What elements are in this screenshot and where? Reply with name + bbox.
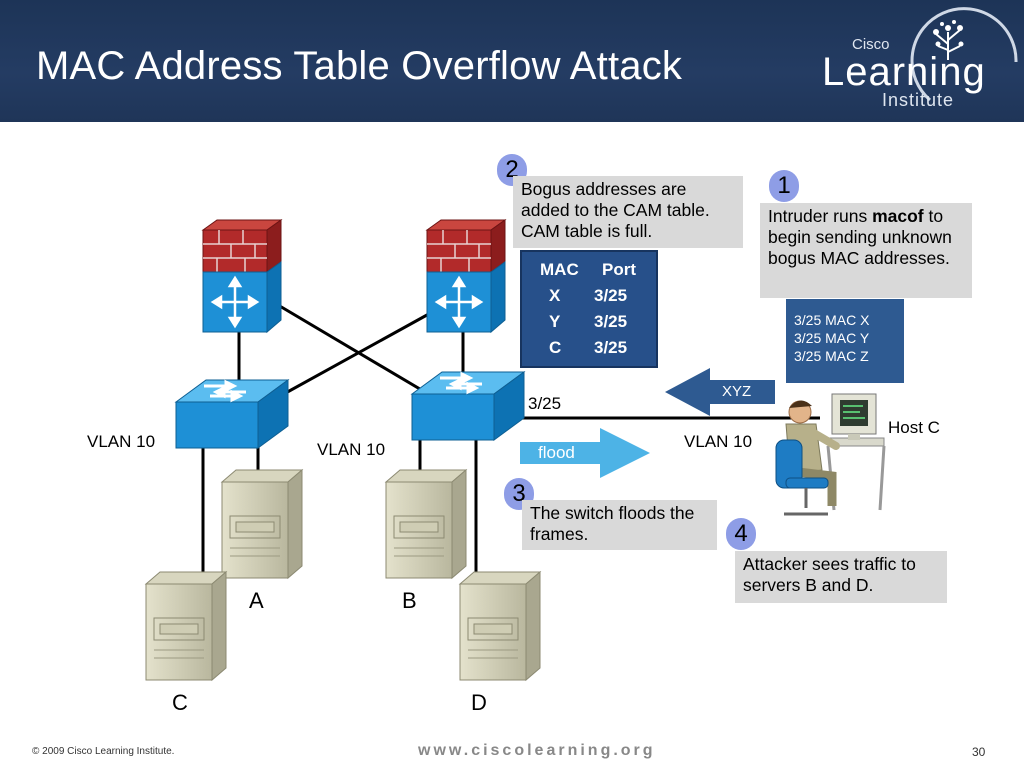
port-label: 3/25 — [528, 394, 562, 413]
cam-header-mac: MAC — [540, 260, 579, 279]
server-b-icon — [385, 469, 467, 579]
logo-institute-text: Institute — [882, 90, 955, 110]
cam-cell-mac: C — [549, 338, 562, 357]
step-1-text-after: to begin sending unknown bogus MAC addre… — [768, 206, 952, 268]
mac-address-list: 3/25 MAC X 3/25 MAC Y 3/25 MAC Z — [786, 299, 904, 383]
cam-cell-mac: Y — [549, 312, 561, 331]
attacker-workstation-icon — [775, 393, 886, 516]
cam-cell-mac: X — [549, 286, 561, 305]
logo-cisco-text: Cisco — [852, 36, 890, 53]
step-1-badge: 1 — [769, 170, 799, 202]
step-2-note: Bogus addresses are added to the CAM tab… — [513, 176, 743, 248]
server-a-icon — [221, 469, 303, 579]
flood-label: flood — [538, 443, 575, 462]
step-4-text: Attacker sees traffic to servers B and D… — [743, 554, 916, 595]
step-1-text-before: Intruder runs — [768, 206, 873, 226]
page-number: 30 — [972, 745, 986, 759]
xyz-arrow-icon — [665, 368, 775, 416]
slide-title: MAC Address Table Overflow Attack — [36, 44, 683, 88]
step-1-note: Intruder runs macof to begin sending unk… — [760, 203, 972, 298]
vlan-mid-label: VLAN 10 — [317, 440, 386, 459]
cam-cell-port: 3/25 — [594, 312, 628, 331]
network-diagram — [145, 218, 886, 681]
step-3-note: The switch floods the frames. — [522, 500, 717, 550]
firewall-right-icon — [425, 218, 507, 334]
server-d-icon — [459, 571, 541, 681]
switch-left-icon — [174, 378, 290, 450]
step-2-text: Bogus addresses are added to the CAM tab… — [521, 179, 710, 241]
server-d-label: D — [471, 690, 487, 715]
vlan-left-label: VLAN 10 — [87, 432, 156, 451]
cam-cell-port: 3/25 — [594, 338, 628, 357]
vlan-right-label: VLAN 10 — [684, 432, 753, 451]
copyright-text: © 2009 Cisco Learning Institute. — [32, 746, 175, 757]
step-4-badge: 4 — [726, 518, 756, 550]
list-item: 3/25 MAC X — [794, 312, 870, 328]
host-c-label: Host C — [888, 418, 940, 437]
cam-header-port: Port — [602, 260, 636, 279]
list-item: 3/25 MAC Y — [794, 330, 870, 346]
website-text: www.ciscolearning.org — [418, 742, 656, 759]
server-c-icon — [145, 571, 227, 681]
title-bar: MAC Address Table Overflow Attack Cisco … — [0, 0, 1024, 122]
step-1-command: macof — [872, 206, 924, 226]
cam-table: MAC Port X 3/25 Y 3/25 C 3/25 — [520, 250, 658, 368]
flood-arrow-icon — [520, 428, 650, 478]
network-links — [201, 303, 820, 580]
step-4-note: Attacker sees traffic to servers B and D… — [735, 551, 947, 603]
xyz-label: XYZ — [722, 383, 752, 400]
cam-cell-port: 3/25 — [594, 286, 628, 305]
logo-learning-text: Learning — [822, 50, 986, 94]
firewall-left-icon — [201, 218, 283, 334]
step-3-text: The switch floods the frames. — [530, 503, 695, 544]
list-item: 3/25 MAC Z — [794, 348, 869, 364]
server-a-label: A — [249, 588, 264, 613]
tree-logo-icon — [910, 7, 1018, 102]
switch-right-icon — [410, 370, 526, 442]
server-b-label: B — [402, 588, 417, 613]
server-c-label: C — [172, 690, 188, 715]
